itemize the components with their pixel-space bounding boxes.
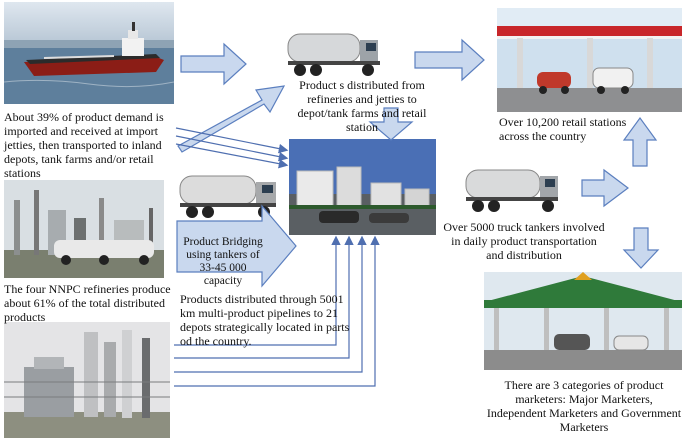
- arrow-diag-up: [177, 85, 286, 153]
- arrow-truck-to-retail: [414, 38, 485, 82]
- depot-tank-farm-photo: [289, 139, 436, 235]
- arrow-up-to-retail: [622, 116, 658, 167]
- fuel-tanker-truck-photo-3: [462, 166, 562, 214]
- arrow-ship-to-truck: [180, 42, 247, 86]
- trucks-note: Over 5000 truck tankers involved in dail…: [443, 220, 605, 262]
- refinery-photo: [4, 180, 164, 278]
- arrow-down-to-marketers: [622, 227, 660, 269]
- retail-count-note: Over 10,200 retail stations across the c…: [499, 115, 627, 143]
- bridging-note: Product Bridging using tankers of 33-45 …: [183, 236, 263, 287]
- arrow-down-to-depot: [368, 107, 414, 141]
- distribution-note: Product s distributed from refineries an…: [297, 78, 427, 134]
- refineries-note: The four NNPC refineries produce about 6…: [4, 282, 171, 324]
- marketers-note: There are 3 categories of product market…: [486, 378, 682, 434]
- fuel-tanker-truck-photo: [286, 28, 382, 78]
- tanker-ship-photo: [4, 2, 174, 104]
- retail-station-photo-2: [484, 272, 682, 370]
- arrow-trucks-to-retail: [581, 168, 629, 208]
- arrow-bridging: [176, 204, 297, 288]
- import-note: About 39% of product demand is imported …: [4, 110, 164, 180]
- retail-station-photo: [497, 8, 682, 112]
- pipeline-note: Products distributed through 5001 km mul…: [180, 292, 350, 348]
- refinery-plant-photo: [4, 322, 170, 438]
- fuel-tanker-truck-photo-2: [176, 172, 280, 220]
